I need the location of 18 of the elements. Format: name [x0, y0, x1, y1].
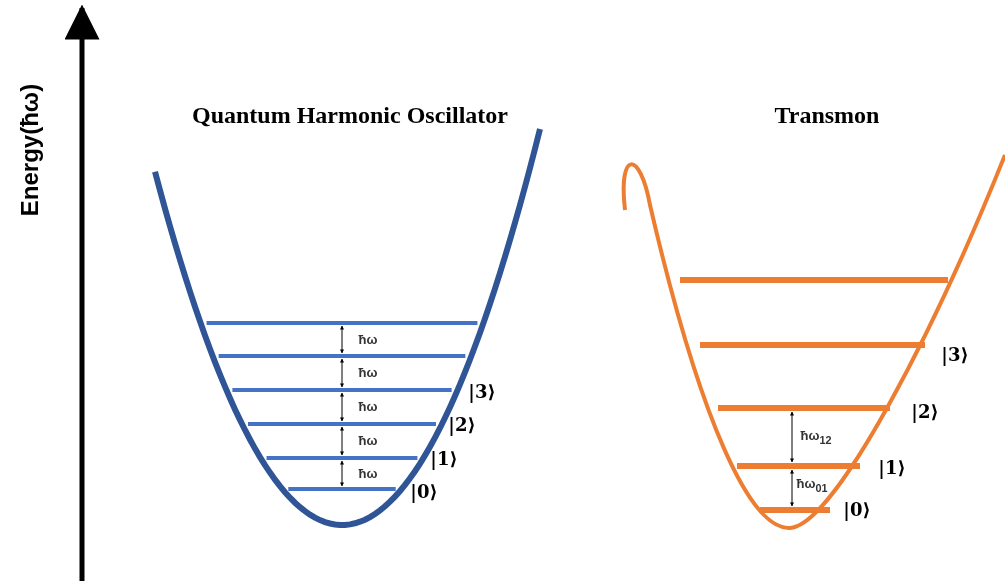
state-label: |0⟩ — [410, 482, 438, 502]
panel-heading: Transmon — [774, 101, 880, 129]
state-label: |3⟩ — [468, 382, 496, 402]
panel-heading: Quantum Harmonic Oscillator — [192, 101, 508, 129]
state-label: |1⟩ — [430, 449, 458, 469]
energy-gap-label: ħω — [358, 433, 378, 449]
energy-gap-label: ħω — [358, 365, 378, 381]
energy-gap-label: ħω — [358, 399, 378, 415]
energy-gap-label: ħω$_{01}$ — [796, 477, 828, 495]
state-label: |2⟩ — [448, 415, 476, 435]
energy-gap-label: ħω — [358, 332, 378, 348]
state-label: |3⟩ — [941, 345, 969, 365]
state-label: |1⟩ — [878, 458, 906, 478]
energy-gap-label: ħω$_{12}$ — [800, 429, 832, 447]
energy-gap-label: ħω — [358, 466, 378, 482]
state-label: |0⟩ — [843, 500, 871, 520]
state-label: |2⟩ — [911, 402, 939, 422]
axis-label: Energy(ħω) — [16, 83, 44, 217]
